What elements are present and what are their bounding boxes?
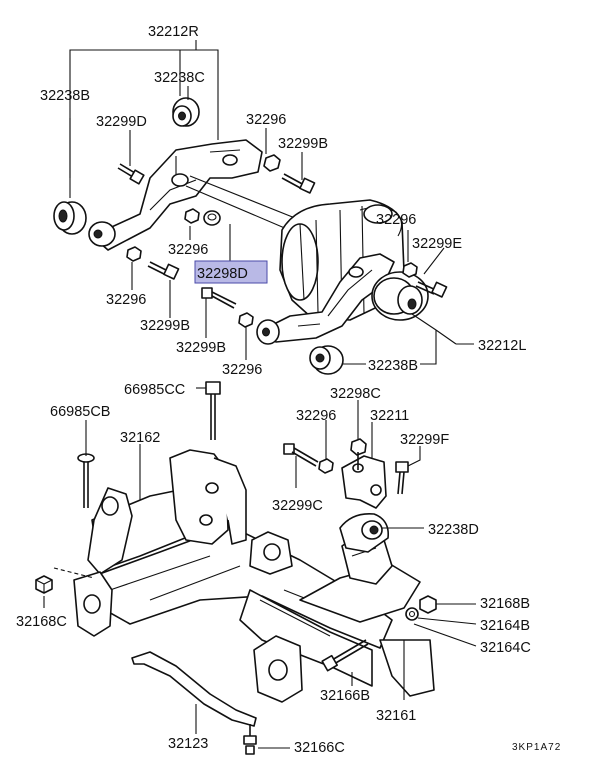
label-32166C[interactable]: 32166C (294, 740, 345, 756)
bushing-32238C (172, 97, 200, 127)
label-32296-c[interactable]: 32296 (376, 212, 416, 228)
label-32238B-right[interactable]: 32238B (368, 358, 418, 374)
label-32296-e[interactable]: 32296 (222, 362, 262, 378)
output-flange (371, 271, 429, 321)
label-32298D[interactable]: 32298D (197, 266, 248, 282)
bushing-32238B-left (53, 201, 87, 235)
trailing-arm-right (261, 253, 395, 343)
mount-bracket-left (169, 449, 247, 545)
label-32162[interactable]: 32162 (120, 430, 160, 446)
mount-bracket-front-left (73, 571, 113, 637)
nut-32168C (35, 575, 53, 594)
label-32238B-top[interactable]: 32238B (40, 88, 90, 104)
label-32299B-c[interactable]: 32299B (176, 340, 226, 356)
label-32164C[interactable]: 32164C (480, 640, 531, 656)
bolt-66985CC (205, 381, 221, 440)
washer-32296-f (318, 458, 334, 474)
label-32296-f[interactable]: 32296 (296, 408, 336, 424)
bolt-32299F (395, 461, 409, 495)
label-32299F[interactable]: 32299F (400, 432, 449, 448)
label-32211[interactable]: 32211 (370, 408, 409, 424)
part-labels[interactable]: 32212R 32238C 32238B 32299D 32296 32299B… (16, 24, 531, 756)
bolt-32299D (117, 163, 145, 185)
label-32299B-a[interactable]: 32299B (278, 136, 328, 152)
washer-32296-d (238, 312, 254, 328)
bolt-32299B-mid-left (147, 261, 180, 280)
axle-shaft (185, 175, 301, 233)
leader-lines (43, 40, 477, 749)
label-32299B-b[interactable]: 32299B (140, 318, 190, 334)
bolt-32299E (415, 281, 448, 298)
bar-32123 (131, 651, 257, 727)
bolt-32299B-top (281, 173, 316, 194)
nut-32298C (350, 438, 367, 470)
label-32299D[interactable]: 32299D (96, 114, 147, 130)
label-32123[interactable]: 32123 (168, 736, 208, 752)
mount-bracket-rear-left (87, 487, 133, 575)
trailing-arm-left (91, 139, 263, 251)
label-32299E[interactable]: 32299E (412, 236, 462, 252)
label-32212R[interactable]: 32212R (148, 24, 199, 40)
bracket-32211 (341, 455, 387, 509)
nut-32168B (419, 595, 437, 614)
washer-32296-a (263, 154, 281, 172)
label-32166B[interactable]: 32166B (320, 688, 370, 704)
bolt-32299C (283, 443, 319, 467)
washer-32164B (405, 607, 419, 621)
collar-32298D (203, 210, 221, 226)
label-32212L[interactable]: 32212L (478, 338, 526, 354)
label-32168C[interactable]: 32168C (16, 614, 67, 630)
bushing-32238B-right (309, 345, 344, 375)
label-32238C[interactable]: 32238C (154, 70, 205, 86)
label-66985CB[interactable]: 66985CB (50, 404, 110, 420)
bolt-32166B (321, 639, 369, 672)
label-32296-d[interactable]: 32296 (106, 292, 146, 308)
label-32168B[interactable]: 32168B (480, 596, 530, 612)
highlight-32298D (194, 260, 268, 284)
label-32296-b[interactable]: 32296 (168, 242, 208, 258)
bushing-right-front (256, 319, 280, 345)
washer-32296-c (126, 246, 142, 262)
bolt-32166C (243, 724, 257, 755)
bolt-66985CB (77, 453, 95, 508)
label-32238D[interactable]: 32238D (428, 522, 479, 538)
washer-32296-b (184, 208, 200, 224)
label-32299C[interactable]: 32299C (272, 498, 323, 514)
insulator-32238D (339, 512, 390, 553)
label-32298C[interactable]: 32298C (330, 386, 381, 402)
label-66985CC[interactable]: 66985CC (124, 382, 185, 398)
washer-32296-e (402, 262, 418, 278)
bushing-32238B-left-inner (88, 221, 116, 247)
mount-bracket-front (253, 635, 303, 703)
label-32164B[interactable]: 32164B (480, 618, 530, 634)
mount-bracket-center (249, 531, 293, 575)
label-32161[interactable]: 32161 (376, 708, 416, 724)
bolt-32299B-mid (201, 287, 237, 309)
label-32296-a[interactable]: 32296 (246, 112, 286, 128)
diagram-code: 3KP1A72 (512, 742, 561, 753)
dashed-guide-32168C (53, 567, 95, 579)
